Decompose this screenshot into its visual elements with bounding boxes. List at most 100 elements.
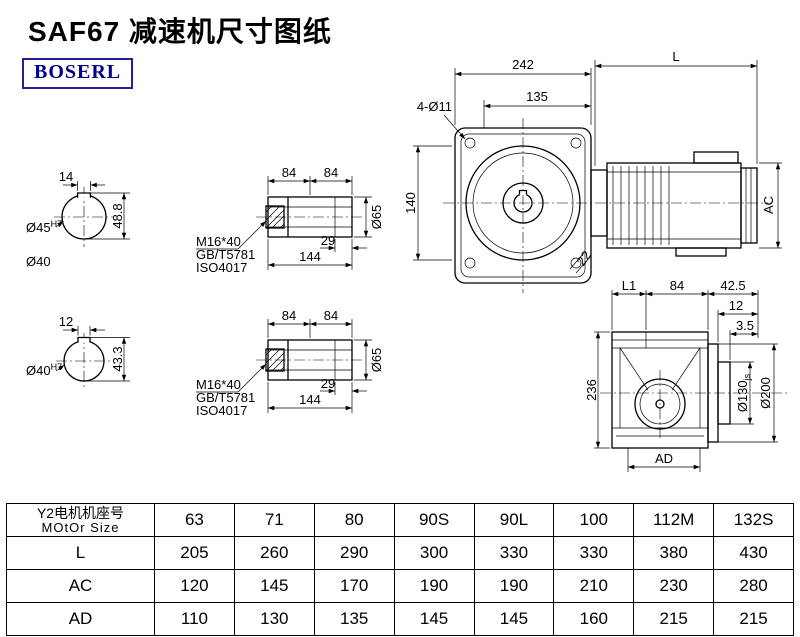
table-cell: 130 xyxy=(233,602,315,636)
dim-AC: AC xyxy=(759,162,782,249)
dia40-label: Ø40 xyxy=(26,254,51,269)
table-cell: 205 xyxy=(154,536,235,570)
table-cell: 430 xyxy=(713,536,794,570)
size-table: Y2电机机座号 MOtOr Size 63 71 80 90S 90L 100 … xyxy=(6,503,794,636)
dim-29-label: 29 xyxy=(321,376,335,391)
dim-AD: AD xyxy=(627,448,701,472)
inspection-circle xyxy=(634,378,686,430)
table-cell: 145 xyxy=(393,602,475,636)
table-cell: 90L xyxy=(473,503,555,537)
table-cell: 300 xyxy=(393,536,475,570)
table-cell-row-label: L xyxy=(6,536,155,570)
table-cell: 330 xyxy=(553,536,635,570)
dim-29: 29 xyxy=(320,376,367,395)
dim-48-8-label: 48.8 xyxy=(110,203,125,228)
dim-12-label: 12 xyxy=(59,314,73,329)
dia40h7-label: Ø40H7 xyxy=(26,362,62,378)
dim-L-label: L xyxy=(672,49,679,64)
table-cell: 190 xyxy=(393,569,475,603)
bolt-callout: M16*40 GB/T5781 ISO4017 xyxy=(196,220,267,275)
table-cell: 132S xyxy=(713,503,794,537)
bolt-hole xyxy=(570,257,582,269)
dim-144: 144 xyxy=(267,239,353,270)
shaft-outline xyxy=(267,196,353,238)
dim-12-label: 12 xyxy=(729,298,743,313)
dim-dia65: Ø65 xyxy=(354,339,384,381)
label-dia45: Ø45H7 xyxy=(26,219,64,235)
dim-144-label: 144 xyxy=(299,249,321,264)
shaft-view-1: 84 84 29 144 Ø65 M16*40 GB/T5781 ISO4017 xyxy=(196,165,384,275)
shaft-outline xyxy=(267,339,353,381)
dim-12: 12 xyxy=(717,298,758,342)
std1-label: GB/T5781 xyxy=(196,390,255,405)
table-row-header: Y2电机机座号 MOtOr Size 63 71 80 90S 90L 100 … xyxy=(6,503,794,537)
dim-dia200-label: Ø200 xyxy=(758,377,773,409)
table-cell: 260 xyxy=(233,536,315,570)
retaining-bolt-section xyxy=(265,205,285,229)
dim-29-label: 29 xyxy=(321,233,335,248)
dim-84-84: 84 84 xyxy=(267,165,353,195)
table-cell: 210 xyxy=(553,569,635,603)
table-cell-row-label: AD xyxy=(6,602,155,636)
retaining-bolt-section xyxy=(265,348,285,372)
drawing-canvas: 242 L 135 4-Ø11 140 xyxy=(26,49,788,472)
std2-label: ISO4017 xyxy=(196,403,247,418)
terminal-box xyxy=(693,151,739,164)
std1-label: GB/T5781 xyxy=(196,247,255,262)
logo-boserl: BOSERL xyxy=(22,58,134,89)
dim-84b-label: 84 xyxy=(324,165,338,180)
dim-236: 236 xyxy=(584,331,610,449)
table-cell: 190 xyxy=(473,569,555,603)
bolt-hole xyxy=(464,137,476,149)
dim-3-5: 3.5 xyxy=(729,318,758,360)
shaft-view-2: 84 84 29 144 Ø65 M16*40 GB/T5781 ISO4017 xyxy=(196,308,384,418)
logo-text: BOSERL xyxy=(34,61,122,83)
page-title: SAF67 减速机尺寸图纸 xyxy=(28,16,332,47)
dim-dia130-label: Ø130js xyxy=(735,373,752,412)
bore-view-2: 12 Ø40H7 43.3 xyxy=(26,314,130,389)
dim-12: 12 xyxy=(59,314,105,336)
bolt-hole xyxy=(464,257,476,269)
dim-dia200: Ø200 xyxy=(718,343,778,443)
table-cell: 71 xyxy=(233,503,315,537)
bolt-holes-label: 4-Ø11 xyxy=(417,99,452,114)
motor-size-label-en: MOtOr Size xyxy=(41,520,120,535)
table-cell-row-label: AC xyxy=(6,569,155,603)
table-row-AC: AC 120 145 170 190 190 210 230 280 xyxy=(6,569,794,603)
table-cell: 230 xyxy=(633,569,715,603)
table-cell: 215 xyxy=(713,602,794,636)
dim-22: 22 xyxy=(569,248,594,274)
dim-AD-label: AD xyxy=(655,451,673,466)
table-row-L: L 205 260 290 300 330 330 380 430 xyxy=(6,536,794,570)
keyway-notch xyxy=(77,336,91,343)
dim-135: 135 xyxy=(483,89,591,128)
dim-dia65-label: Ø65 xyxy=(369,205,384,230)
table-cell: 380 xyxy=(633,536,715,570)
bolt-callout: M16*40 GB/T5781 ISO4017 xyxy=(196,363,267,418)
callout-bolt-holes: 4-Ø11 xyxy=(417,99,466,140)
bolt-label: M16*40 xyxy=(196,234,241,249)
motor-size-label-cn: Y2电机机座号 xyxy=(36,505,125,521)
dim-AC-label: AC xyxy=(761,196,776,214)
motor-foot xyxy=(675,247,727,257)
dim-3-5-label: 3.5 xyxy=(736,318,754,333)
bolt-hole xyxy=(570,137,582,149)
dim-L1-label: L1 xyxy=(622,278,636,293)
dim-L: L xyxy=(594,49,758,166)
dim-242-label: 242 xyxy=(512,57,534,72)
table-cell: 120 xyxy=(154,569,235,603)
table-cell: 100 xyxy=(553,503,635,537)
table-cell: 135 xyxy=(313,602,395,636)
dim-dia130: Ø130js xyxy=(730,361,754,425)
dim-42-5-label: 42.5 xyxy=(720,278,745,293)
dim-242: 242 xyxy=(454,57,592,125)
main-view: 242 L 135 4-Ø11 140 xyxy=(403,49,782,293)
table-cell: 112M xyxy=(633,503,715,537)
dim-43-3: 43.3 xyxy=(86,337,130,382)
dim-84-84: 84 84 xyxy=(267,308,353,338)
table-cell: 170 xyxy=(313,569,395,603)
dim-140-label: 140 xyxy=(403,192,418,214)
table-cell: 110 xyxy=(154,602,235,636)
label-dia40h7: Ø40H7 xyxy=(26,362,65,378)
dim-22-label: 22 xyxy=(573,248,594,268)
